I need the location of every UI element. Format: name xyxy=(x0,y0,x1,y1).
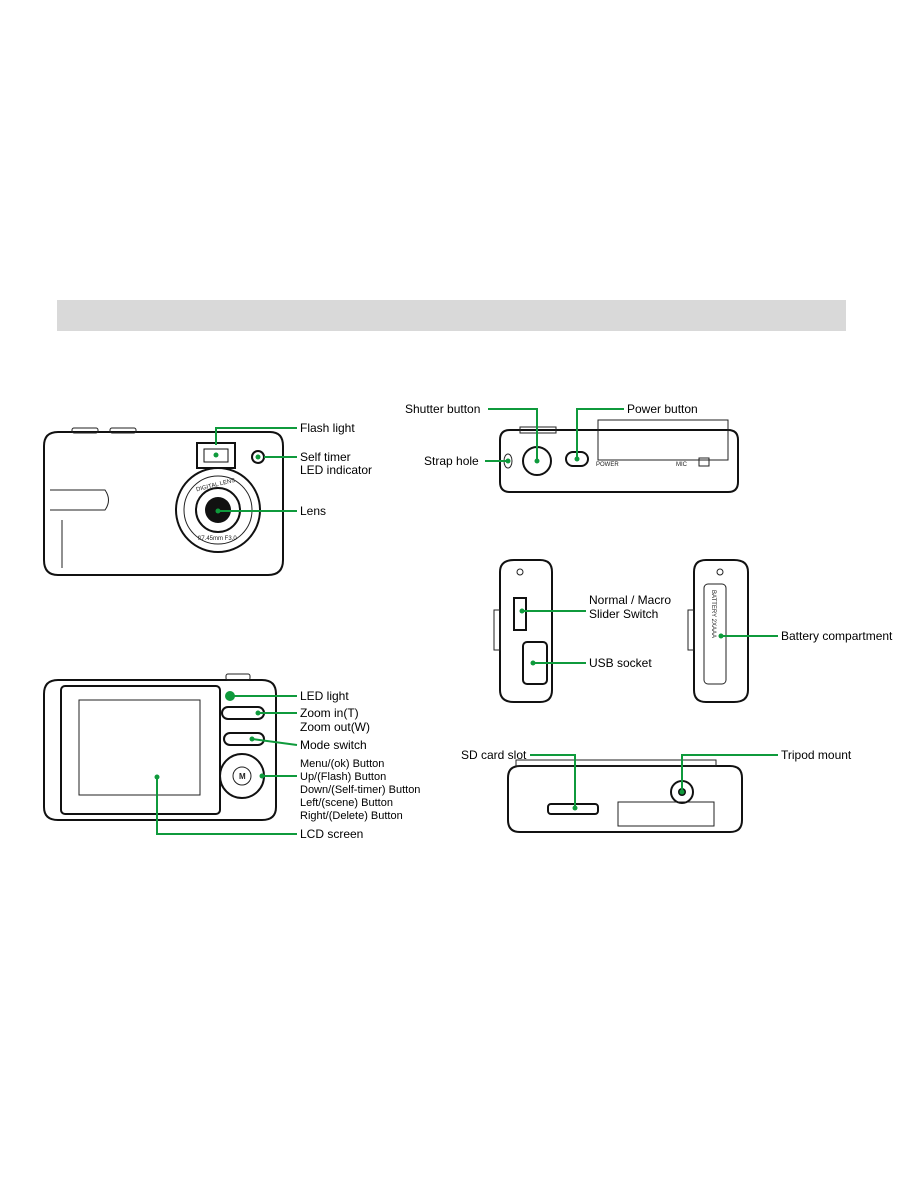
battery-door xyxy=(703,583,727,685)
mode-switch-dot xyxy=(249,736,255,742)
dpad-center-label: M xyxy=(239,772,246,781)
front-grip xyxy=(50,489,109,511)
tripod-dot xyxy=(679,789,685,795)
usb-socket-label: USB socket xyxy=(589,656,652,670)
front-camera-body xyxy=(43,431,284,576)
power-dot xyxy=(574,456,580,462)
left-button-label: Left/(scene) Button xyxy=(300,797,393,809)
dpad-dot xyxy=(259,773,265,779)
lcd-screen-label: LCD screen xyxy=(300,827,363,841)
shutter-button-label: Shutter button xyxy=(405,402,480,416)
right-button-label: Right/(Delete) Button xyxy=(300,810,403,822)
right-side-lens-bump xyxy=(687,609,695,651)
macro-dot xyxy=(519,608,525,614)
bottom-camera-body xyxy=(507,765,743,833)
down-button-label: Down/(Self-timer) Button xyxy=(300,784,420,796)
flash-light-inner xyxy=(203,448,229,463)
sd-card-slot-label: SD card slot xyxy=(461,748,527,762)
lcd-leader xyxy=(156,777,297,835)
up-button-label: Up/(Flash) Button xyxy=(300,771,386,783)
tripod-leader xyxy=(681,754,778,792)
side-screw xyxy=(516,568,524,576)
front-top-button-2 xyxy=(109,427,137,434)
right-side-body xyxy=(693,559,749,703)
bottom-ridge xyxy=(515,759,717,767)
self-timer-label-2: LED indicator xyxy=(300,463,372,477)
usb-dot xyxy=(530,660,536,666)
menu-button-label: Menu/(ok) Button xyxy=(300,758,384,770)
lcd-screen xyxy=(78,699,201,796)
lcd-bezel xyxy=(60,685,221,815)
self-timer-dot xyxy=(255,454,261,460)
sd-card-dot xyxy=(572,805,578,811)
flash-light-leader xyxy=(215,427,297,445)
section-header-bar xyxy=(57,300,846,331)
lcd-dot xyxy=(154,774,160,780)
lens-dot xyxy=(215,508,221,514)
mode-switch-leader xyxy=(251,738,298,746)
power-button-label: Power button xyxy=(627,402,698,416)
back-top-button xyxy=(225,673,251,681)
back-camera-body xyxy=(43,679,277,821)
zoom-out-label: Zoom out(W) xyxy=(300,720,370,734)
top-camera-body xyxy=(499,429,739,493)
lens-spec-text: f/7.45mm F3.0 xyxy=(198,536,237,542)
dpad-center-button xyxy=(232,766,252,786)
shutter-dot xyxy=(534,458,540,464)
mode-switch-label: Mode switch xyxy=(300,738,367,752)
right-side-screw xyxy=(716,568,724,576)
mic-grille xyxy=(698,457,710,467)
right-side-view: BATTERY 2XAAA Battery compartment xyxy=(687,559,893,703)
zoom-in-label: Zoom in(T) xyxy=(300,706,359,720)
mode-switch xyxy=(223,732,265,746)
power-print: POWER xyxy=(596,462,619,468)
zoom-dot xyxy=(255,710,261,716)
back-view: M LED light Zoom in(T) Zoom out(W) Mode … xyxy=(43,673,420,841)
slider-switch-label: Slider Switch xyxy=(589,607,658,621)
shutter-leader xyxy=(488,408,538,461)
bottom-door xyxy=(617,801,715,827)
lens-label: Lens xyxy=(300,504,326,518)
front-view: DIGITAL LENS f/7.45mm F3.0 Flash light S… xyxy=(43,421,372,576)
left-side-body xyxy=(499,559,553,703)
battery-dot xyxy=(718,633,724,639)
normal-macro-label: Normal / Macro xyxy=(589,593,671,607)
power-leader xyxy=(576,408,624,459)
tripod-mount-label: Tripod mount xyxy=(781,748,852,762)
led-light-label: LED light xyxy=(300,689,349,703)
flash-light-dot xyxy=(213,452,219,458)
top-lcd-edge xyxy=(597,419,729,461)
battery-print: BATTERY 2XAAA xyxy=(710,590,716,638)
left-side-view: Normal / Macro Slider Switch USB socket xyxy=(493,559,671,703)
front-top-button xyxy=(71,427,99,434)
flash-light-label: Flash light xyxy=(300,421,355,435)
left-side-lens-bump xyxy=(493,609,501,651)
sd-card-slot xyxy=(547,803,599,815)
self-timer-label: Self timer xyxy=(300,450,351,464)
mic-print: MIC xyxy=(676,462,688,468)
top-view: POWER MIC Shutter button Power button St… xyxy=(405,402,739,493)
battery-compartment-label: Battery compartment xyxy=(781,629,893,643)
strap-hole-label: Strap hole xyxy=(424,454,479,468)
bottom-view: SD card slot Tripod mount xyxy=(461,748,852,833)
macro-slider xyxy=(513,597,527,631)
strap-dot xyxy=(505,458,511,464)
sd-card-leader xyxy=(530,754,576,808)
